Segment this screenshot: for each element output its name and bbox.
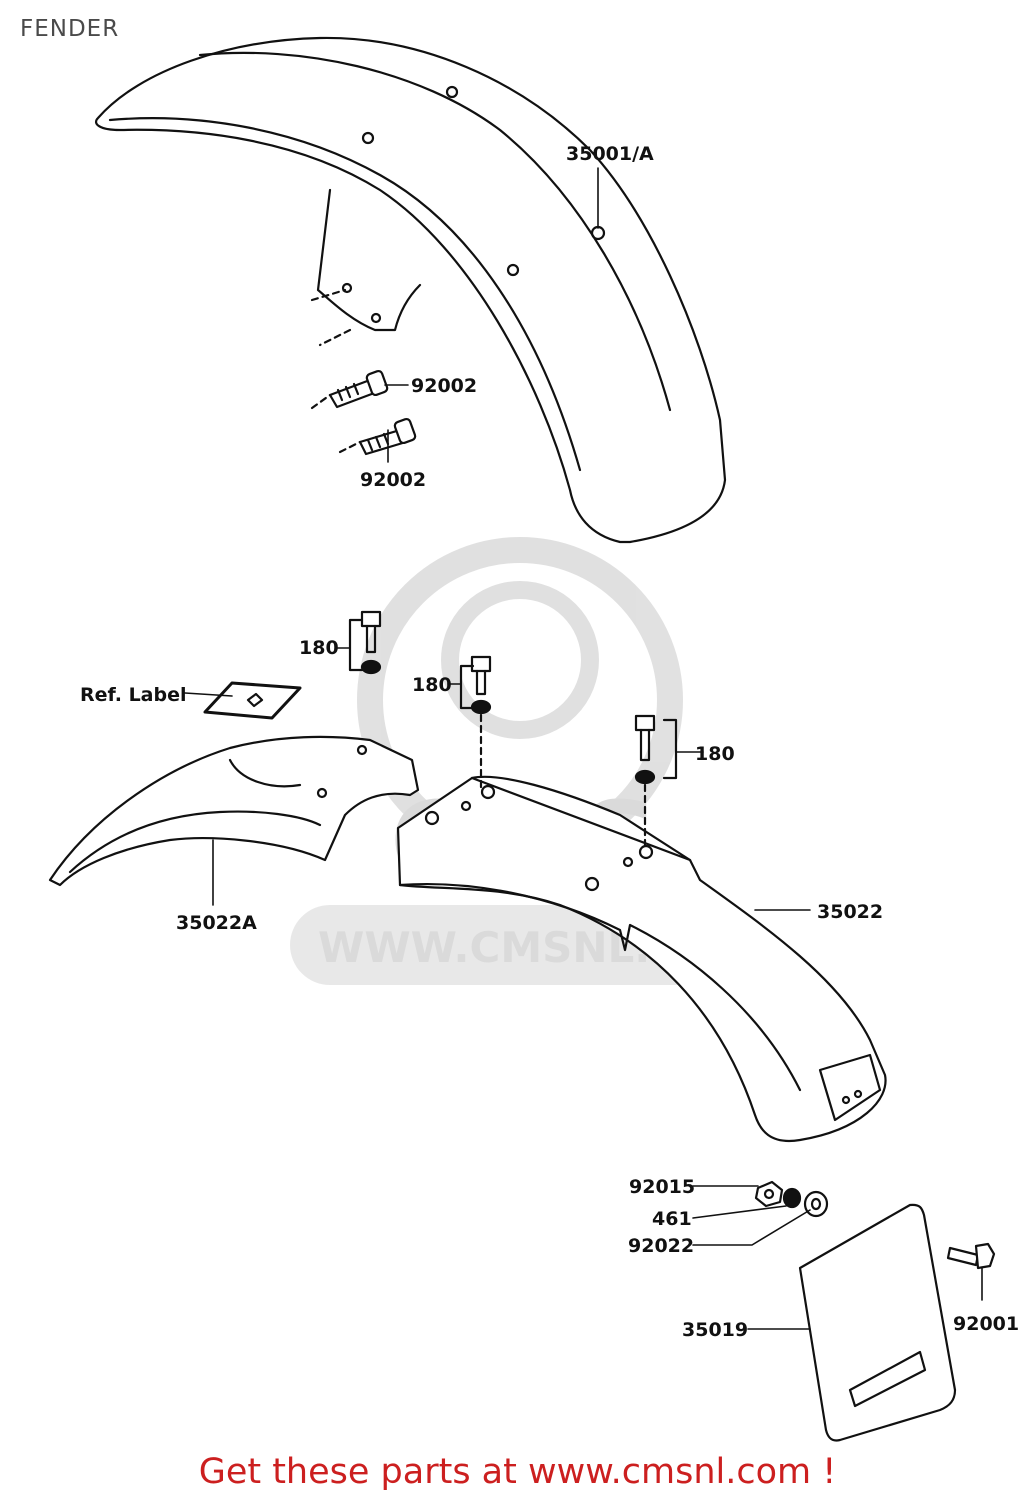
footer-promo-link[interactable]: Get these parts at www.cmsnl.com ! bbox=[198, 1452, 837, 1492]
bolt-92002-upper bbox=[328, 369, 389, 409]
bolt-180-b bbox=[459, 655, 492, 792]
label-180-c: 180 bbox=[695, 743, 735, 765]
label-35022: 35022 bbox=[817, 901, 883, 923]
washer-92022 bbox=[803, 1190, 829, 1218]
label-ref-label: Ref. Label bbox=[80, 684, 187, 706]
label-92002-upper: 92002 bbox=[411, 375, 477, 397]
bolt-180-c bbox=[634, 714, 678, 852]
label-180-a: 180 bbox=[299, 637, 339, 659]
label-92015: 92015 bbox=[629, 1176, 695, 1198]
part-labels: 35001/A 92002 92002 180 180 180 Ref. Lab… bbox=[80, 143, 1019, 1341]
fender-exploded-diagram: CMS WWW.CMSNL.COM bbox=[48, 36, 1019, 1442]
label-92001: 92001 bbox=[953, 1313, 1019, 1335]
mud-flap bbox=[798, 1203, 957, 1442]
label-461: 461 bbox=[652, 1208, 692, 1230]
front-fender bbox=[95, 36, 727, 544]
label-92022: 92022 bbox=[628, 1235, 694, 1257]
label-180-b: 180 bbox=[412, 674, 452, 696]
label-35019: 35019 bbox=[682, 1319, 748, 1341]
bolt-92001 bbox=[946, 1242, 996, 1270]
washer-461 bbox=[782, 1187, 802, 1209]
rear-fender-main bbox=[396, 775, 887, 1143]
page-title: FENDER bbox=[20, 16, 120, 42]
label-35001A: 35001/A bbox=[566, 143, 654, 165]
bolt-180-a bbox=[348, 610, 382, 675]
leader-lines bbox=[184, 167, 983, 1330]
ref-label-sticker bbox=[203, 681, 302, 720]
nut-92015 bbox=[754, 1180, 784, 1208]
bolt-92002-lower bbox=[358, 417, 417, 456]
rear-fender-front-section bbox=[48, 735, 420, 887]
label-92002-lower: 92002 bbox=[360, 469, 426, 491]
label-35022A: 35022A bbox=[176, 912, 257, 934]
